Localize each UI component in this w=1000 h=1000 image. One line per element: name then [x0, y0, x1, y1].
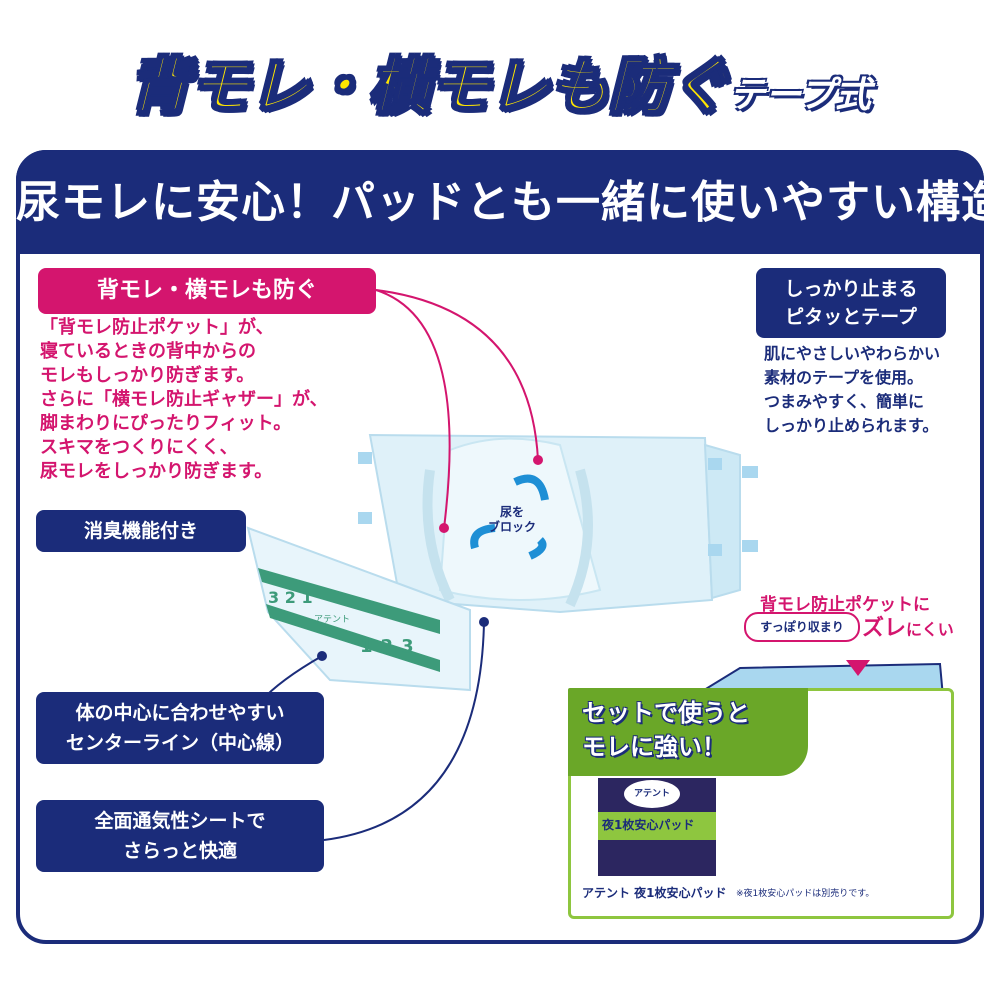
- banner-text: 尿モレに安心！パッドとも一緒に使いやすい構造: [16, 177, 1000, 228]
- arrow-icon-1: [513, 474, 549, 501]
- pad-package-band: [598, 812, 716, 840]
- gather-right: [565, 468, 593, 608]
- tape-feature-body: 肌にやさしいやわらかい 素材のテープを使用。 つまみやすく、簡単に しっかり止め…: [764, 344, 941, 435]
- tape-feature-label: しっかり止まる ピタッとテープ: [756, 268, 946, 338]
- headline-sub: テープ式: [729, 75, 871, 116]
- diaper-inner: [438, 437, 602, 601]
- block-label: 尿を ブロック: [488, 505, 537, 534]
- tape-icon-6: [358, 512, 372, 524]
- deodor-feature-label: 消臭機能付き: [36, 510, 246, 552]
- tape-icon-4: [708, 544, 722, 556]
- pad-product-name: アテント 夜1枚安心パッド: [582, 886, 727, 900]
- pocket-pill: すっぽり収まり: [744, 612, 860, 642]
- banner: [16, 150, 984, 254]
- arrow-icon-2: [470, 524, 496, 550]
- tape-icon-5: [358, 452, 372, 464]
- callout-dot-pocket: [439, 523, 449, 533]
- headline: 背モレ・横モレも防ぐテープ式: [0, 38, 1000, 125]
- center-line-band-top: [258, 568, 440, 634]
- tape-icon-3: [708, 458, 722, 470]
- center-line-band-bottom: [266, 604, 440, 672]
- headline-main: 背モレ・横モレも防ぐ: [128, 51, 730, 123]
- leak-feature-body: 「背モレ防止ポケット」が、 寝ているときの背中からの モレもしっかり防ぎます。 …: [40, 317, 328, 482]
- callout-line-pocket: [375, 289, 451, 529]
- callout-dot-center: [317, 651, 327, 661]
- gather-left: [422, 469, 455, 603]
- set-panel-tag: [568, 688, 808, 776]
- pad-package-text: 夜1枚安心パッド: [602, 818, 695, 832]
- pad-package-logo: アテント: [624, 780, 680, 808]
- center-line-feature-label: 体の中心に合わせやすい センターライン（中心線）: [36, 692, 324, 764]
- callout-dot-sheet: [479, 617, 489, 627]
- callout-dot-gather: [533, 455, 543, 465]
- pocket-arrow-icon: [846, 640, 870, 676]
- breathable-sheet-feature-label: 全面通気性シートで さらっと快適: [36, 800, 324, 872]
- callout-line-sheet: [323, 621, 485, 841]
- pad-sold-separately-note: ※夜1枚安心パッドは別売りです。: [736, 889, 875, 899]
- center-numbers-left: 3 2 1: [268, 588, 313, 607]
- tape-icon-1: [742, 466, 758, 478]
- callout-line-gather: [375, 289, 539, 461]
- center-numbers-right: 123: [360, 636, 422, 657]
- center-brand: アテント: [314, 615, 351, 625]
- pocket-title: 背モレ防止ポケットに: [760, 595, 930, 615]
- pocket-zure: ズレにくい: [862, 616, 954, 641]
- tape-icon-2: [742, 540, 758, 552]
- set-panel-tag-text: セットで使うと モレに強い！: [582, 699, 750, 761]
- arrow-icon-3: [528, 537, 547, 560]
- leak-feature-label: 背モレ・横モレも防ぐ: [38, 268, 376, 314]
